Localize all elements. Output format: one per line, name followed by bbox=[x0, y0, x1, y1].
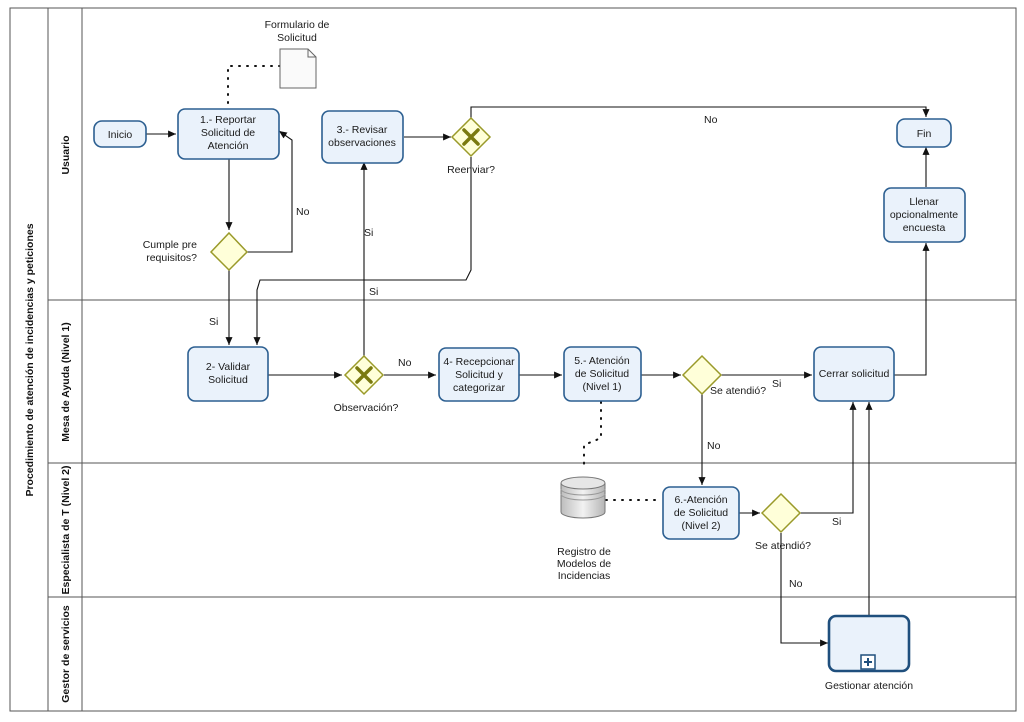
document-label-2: Solicitud bbox=[277, 32, 317, 44]
gateway-reenviar-label: Reenviar? bbox=[447, 164, 495, 176]
flow-label-si-cumple: Si bbox=[209, 316, 218, 328]
flow-label-si-atendio-2: Si bbox=[832, 516, 841, 528]
task-llenar-encuesta[interactable]: Llenar opcionalmente encuesta bbox=[883, 187, 966, 243]
gateway-se-atendio-1[interactable]: Se atendió? bbox=[681, 354, 766, 397]
flow-seatendio2-no bbox=[780, 533, 828, 647]
task-atencion1-label-3: (Nivel 1) bbox=[582, 381, 621, 393]
flow-reenviar-no bbox=[470, 106, 930, 118]
lane-label-mesa: Mesa de Ayuda (Nivel 1) bbox=[60, 322, 72, 441]
task-validar-label-2: Solicitud bbox=[208, 374, 248, 386]
fin-label: Fin bbox=[917, 128, 932, 140]
task-revisar-label-1: 3.- Revisar bbox=[337, 124, 388, 136]
flow-label-no-atendio-2: No bbox=[789, 578, 803, 590]
flow-label-no-reenviar: No bbox=[704, 114, 718, 126]
task-revisar-observaciones[interactable]: 3.- Revisar observaciones bbox=[321, 110, 404, 164]
data-store-label-3: Incidencias bbox=[558, 570, 611, 582]
task-atencion-nivel-1[interactable]: 5.- Atención de Solicitud (Nivel 1) bbox=[563, 346, 642, 402]
flow-seatendio2-si bbox=[800, 402, 857, 514]
data-store-label-1: Registro de bbox=[557, 546, 611, 558]
lane-label-gestor: Gestor de servicios bbox=[60, 605, 72, 703]
data-store-label-2: Modelos de bbox=[557, 558, 611, 570]
task-validar-solicitud[interactable]: 2- Validar Solicitud bbox=[187, 346, 269, 402]
task-revisar-label-2: observaciones bbox=[328, 137, 396, 149]
gateway-reenviar[interactable]: Reenviar? bbox=[447, 116, 495, 176]
flow-cumple-no bbox=[245, 130, 293, 253]
document-formulario: Formulario de Solicitud bbox=[265, 19, 330, 89]
association-registro-1 bbox=[583, 401, 602, 471]
task-atencion2-label-3: (Nivel 2) bbox=[681, 520, 720, 532]
flow-label-no-observacion: No bbox=[398, 357, 412, 369]
task-reportar-solicitud[interactable]: 1.- Reportar Solicitud de Atención bbox=[177, 108, 280, 160]
data-store-registro: Registro de Modelos de Incidencias bbox=[557, 476, 611, 582]
start-event-inicio[interactable]: Inicio bbox=[93, 120, 147, 148]
gateway-cumple-requisitos[interactable]: Cumple pre requisitos? bbox=[143, 231, 249, 272]
task-reportar-label-2: Solicitud de bbox=[201, 127, 255, 139]
gateway-observacion-label: Observación? bbox=[334, 402, 399, 414]
gateway-se-atendio-2-label: Se atendió? bbox=[755, 540, 811, 552]
gateway-cumple-label-2: requisitos? bbox=[146, 252, 197, 264]
exclusive-x-icon bbox=[355, 366, 373, 384]
task-atencion2-label-1: 6.-Atención bbox=[674, 494, 727, 506]
task-reportar-label-3: Atención bbox=[208, 140, 249, 152]
gateway-se-atendio-1-label: Se atendió? bbox=[710, 385, 766, 397]
flow-reenviar-si bbox=[253, 157, 472, 345]
task-atencion-nivel-2[interactable]: 6.-Atención de Solicitud (Nivel 2) bbox=[662, 486, 740, 540]
flow-label-no-cumple: No bbox=[296, 206, 310, 218]
task-recepcionar-label-3: categorizar bbox=[453, 382, 505, 394]
association-formulario bbox=[227, 65, 281, 104]
task-cerrar-label: Cerrar solicitud bbox=[819, 368, 890, 380]
gestionar-label: Gestionar atención bbox=[825, 680, 913, 692]
task-validar-label-1: 2- Validar bbox=[206, 361, 251, 373]
flow-label-no-atendio-1: No bbox=[707, 440, 721, 452]
gateway-se-atendio-2[interactable]: Se atendió? bbox=[755, 492, 811, 552]
lane-label-usuario: Usuario bbox=[60, 135, 72, 174]
flow-label-si-observacion: Si bbox=[364, 227, 373, 239]
task-cerrar-solicitud[interactable]: Cerrar solicitud bbox=[813, 346, 895, 402]
task-encuesta-label-3: encuesta bbox=[903, 222, 946, 234]
flow-label-si-atendio-1: Si bbox=[772, 378, 781, 390]
flow-cerrar-encuesta bbox=[894, 243, 930, 376]
document-label-1: Formulario de bbox=[265, 19, 330, 31]
task-encuesta-label-2: opcionalmente bbox=[890, 209, 958, 221]
exclusive-x-icon bbox=[462, 128, 480, 146]
subprocess-gestionar-atencion[interactable]: Gestionar atención bbox=[825, 614, 913, 692]
task-encuesta-label-1: Llenar bbox=[909, 196, 939, 208]
task-atencion1-label-2: de Solicitud bbox=[575, 368, 629, 380]
task-atencion1-label-1: 5.- Atención bbox=[574, 355, 630, 367]
task-recepcionar-label-2: Solicitud y bbox=[455, 369, 504, 381]
end-event-fin[interactable]: Fin bbox=[896, 118, 952, 148]
gateway-observacion[interactable]: Observación? bbox=[334, 354, 399, 414]
pool-title: Procedimiento de atención de incidencias… bbox=[24, 223, 36, 496]
task-recepcionar-label-1: 4- Recepcionar bbox=[443, 356, 515, 368]
task-atencion2-label-2: de Solicitud bbox=[674, 507, 728, 519]
lane-label-especialista: Especialista de T (Nivel 2) bbox=[60, 466, 72, 595]
task-recepcionar-solicitud[interactable]: 4- Recepcionar Solicitud y categorizar bbox=[438, 347, 520, 402]
inicio-label: Inicio bbox=[108, 129, 133, 141]
flow-label-si-reenviar: Si bbox=[369, 286, 378, 298]
gateway-cumple-label-1: Cumple pre bbox=[143, 239, 197, 251]
task-reportar-label-1: 1.- Reportar bbox=[200, 114, 257, 126]
